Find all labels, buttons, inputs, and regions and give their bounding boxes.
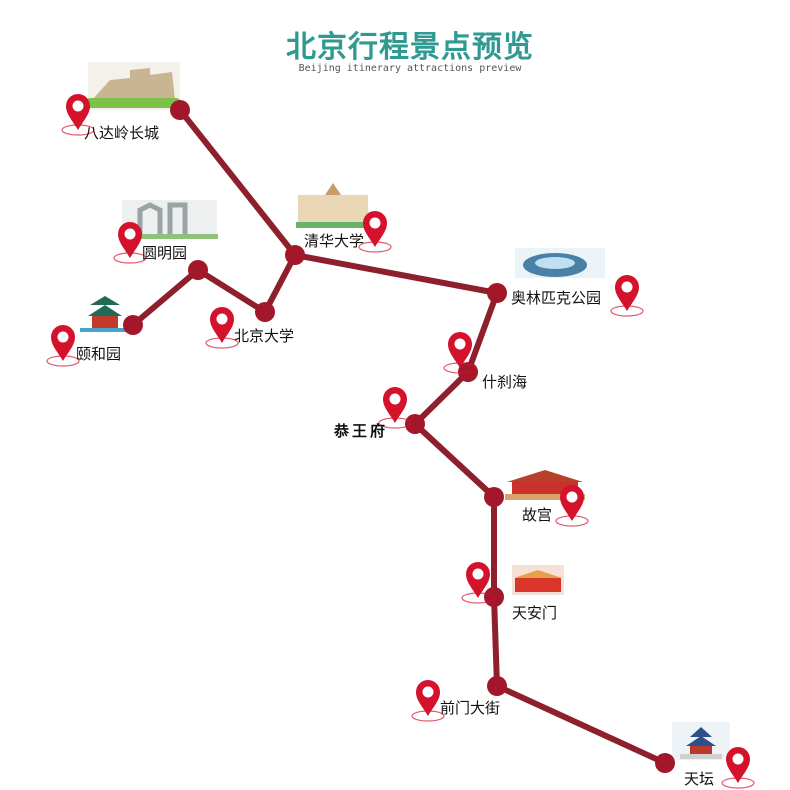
- birds-nest-image: [515, 248, 605, 278]
- tsinghua-building-image: [296, 183, 371, 228]
- map-pin-icon[interactable]: [610, 275, 644, 317]
- map-pin-icon[interactable]: [411, 680, 445, 722]
- page-title: 北京行程景点预览: [286, 30, 534, 65]
- label-gongwangfu[interactable]: 恭王府: [334, 422, 389, 440]
- route-node-tiantan[interactable]: [655, 753, 675, 773]
- label-yiheyuan[interactable]: 颐和园: [76, 345, 122, 363]
- forbidden-city-image: [505, 470, 585, 500]
- tiananmen-image: [512, 565, 564, 595]
- map-pin-icon[interactable]: [61, 94, 95, 136]
- route-node-beida[interactable]: [255, 302, 275, 322]
- map-pin-icon[interactable]: [46, 325, 80, 367]
- page-subtitle: Beijing itinerary attractions preview: [298, 63, 522, 74]
- great-wall-image: [85, 62, 181, 110]
- label-qianmen[interactable]: 前门大街: [440, 699, 501, 717]
- label-qinghua[interactable]: 清华大学: [304, 232, 365, 250]
- map-pin-icon[interactable]: [461, 562, 495, 604]
- temple-of-heaven-image: [672, 722, 730, 760]
- map-pin-icon[interactable]: [555, 485, 589, 527]
- label-yuanmingyuan[interactable]: 圆明园: [142, 244, 188, 262]
- map-pin-icon[interactable]: [113, 222, 147, 264]
- branch-route-line: [131, 253, 298, 328]
- route-node-yuanmingyuan[interactable]: [188, 260, 208, 280]
- route-node-qinghua[interactable]: [285, 245, 305, 265]
- route-node-olympic[interactable]: [487, 283, 507, 303]
- map-pin-icon[interactable]: [721, 747, 755, 789]
- label-beida[interactable]: 北京大学: [234, 327, 295, 345]
- map-pin-icon[interactable]: [205, 307, 239, 349]
- route-node-qianmen[interactable]: [487, 676, 507, 696]
- map-pin-icon[interactable]: [378, 387, 412, 429]
- route-node-badaling[interactable]: [170, 100, 190, 120]
- label-tiantan[interactable]: 天坛: [684, 770, 715, 788]
- main-route-line: [177, 108, 667, 766]
- route-node-gongwangfu[interactable]: [405, 414, 425, 434]
- label-olympic[interactable]: 奥林匹克公园: [511, 289, 602, 307]
- route-nodes: [123, 100, 675, 773]
- map-pin-icon[interactable]: [358, 211, 392, 253]
- route-node-gugong[interactable]: [484, 487, 504, 507]
- pavilion-image: [80, 296, 130, 332]
- map-pin-icon[interactable]: [443, 332, 477, 374]
- label-gugong[interactable]: 故宫: [522, 506, 553, 524]
- label-tiananmen[interactable]: 天安门: [512, 604, 558, 622]
- label-shichahai[interactable]: 什刹海: [482, 373, 528, 391]
- label-badaling[interactable]: 八达岭长城: [84, 124, 160, 142]
- map-pins: [46, 94, 755, 789]
- route-node-yiheyuan[interactable]: [123, 315, 143, 335]
